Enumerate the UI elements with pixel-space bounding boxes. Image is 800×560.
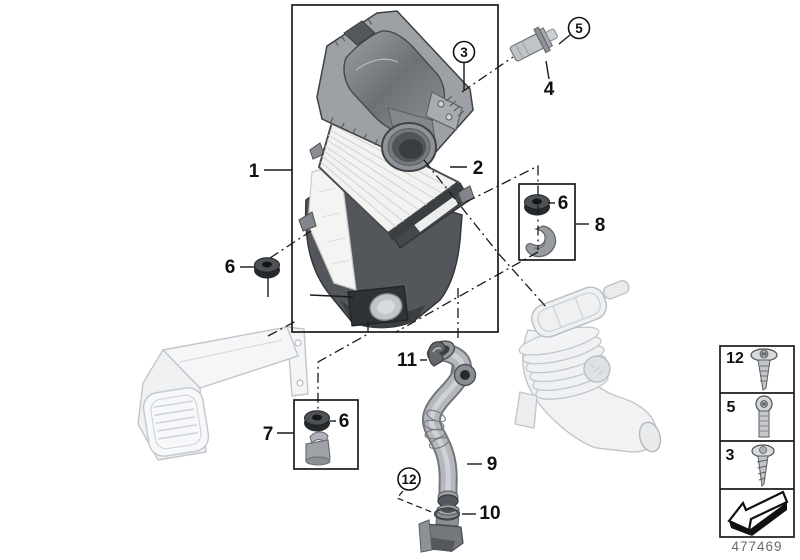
legend-row-12[interactable]: 12 <box>726 348 778 391</box>
legend-ref-3: 3 <box>726 447 735 464</box>
hose-bellows <box>423 409 450 450</box>
duct-grille <box>142 387 210 457</box>
callout-2[interactable]: 2 <box>473 158 484 179</box>
air-cleaner-cover[interactable] <box>316 10 474 172</box>
legend-row-3[interactable]: 3 <box>726 444 775 488</box>
housing-tab-left <box>298 211 317 232</box>
boot-inlet-flange <box>531 280 630 338</box>
filter-pleats <box>320 123 451 228</box>
boot-bellows <box>518 326 609 400</box>
callout-11[interactable]: 11 <box>397 350 418 371</box>
callout-6-lower[interactable]: 6 <box>339 411 350 432</box>
housing-outlet-port <box>347 285 409 327</box>
vent-hose[interactable] <box>421 337 477 510</box>
callout-4[interactable]: 4 <box>544 79 555 100</box>
legend-ref-5: 5 <box>727 399 736 416</box>
cover-snorkel-port <box>381 107 437 172</box>
svg-text:3: 3 <box>460 45 468 60</box>
bracket-right[interactable] <box>525 225 557 258</box>
connector-clamp <box>433 507 461 521</box>
callout-6-left[interactable]: 6 <box>225 257 236 278</box>
legend-row-arrow <box>727 490 789 536</box>
svg-text:12: 12 <box>401 472 416 487</box>
callout-5[interactable]: 5 <box>567 16 591 40</box>
hose-clip[interactable] <box>427 341 446 367</box>
pan-head-screw-icon <box>755 395 773 438</box>
callout-6-right[interactable]: 6 <box>558 193 569 214</box>
lower-housing <box>298 142 475 329</box>
assembly-group-box <box>291 4 499 333</box>
callout-3[interactable]: 3 <box>452 40 476 64</box>
sensor-mount-boss <box>425 91 465 131</box>
intake-boot-hose <box>514 280 662 453</box>
cover-top-recess <box>343 20 376 46</box>
legend-table: 12 5 3 <box>719 345 795 538</box>
bracket-kit-right-box <box>518 183 576 261</box>
legend-ref-12: 12 <box>726 350 744 367</box>
svg-text:5: 5 <box>575 21 583 36</box>
bracket-kit-lower-box <box>293 399 359 470</box>
intake-duct <box>137 326 309 461</box>
drawing-number: 477469 <box>731 539 782 554</box>
callout-12[interactable]: 12 <box>397 467 421 491</box>
mass-air-flow-sensor[interactable] <box>507 21 562 66</box>
flange-torx-screw-icon <box>750 348 778 391</box>
callout-8[interactable]: 8 <box>595 215 606 236</box>
callout-1[interactable]: 1 <box>249 161 260 182</box>
hose-eyelet <box>453 363 477 387</box>
grommet-lower[interactable] <box>303 410 331 432</box>
callout-7[interactable]: 7 <box>263 424 274 445</box>
grommet-left[interactable] <box>253 257 281 279</box>
bracket-lower[interactable] <box>305 431 331 466</box>
direction-arrow-icon <box>727 490 789 536</box>
callout-10[interactable]: 10 <box>479 503 500 524</box>
filter-element[interactable] <box>317 117 463 241</box>
legend-row-5[interactable]: 5 <box>727 395 773 438</box>
grommet-right[interactable] <box>523 194 551 216</box>
callout-9[interactable]: 9 <box>487 454 498 475</box>
self-tapping-screw-icon <box>751 444 775 488</box>
hose-connector[interactable] <box>418 504 464 553</box>
